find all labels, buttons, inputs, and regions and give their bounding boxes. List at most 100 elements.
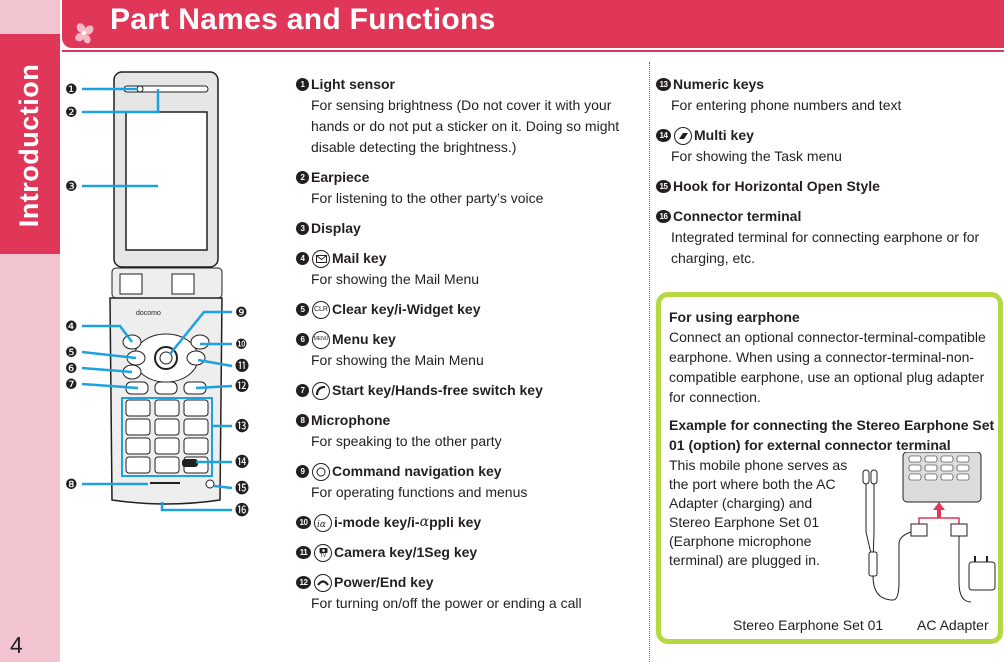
header-band [62,0,1004,48]
alpha-symbol: α [419,514,430,530]
item-number: 5 [296,303,309,316]
part-item-menu-key: 6 MENU Menu key For showing the Main Men… [296,329,641,371]
item-description: For entering phone numbers and text [671,97,902,113]
command-navigation-key-icon [312,462,330,481]
item-title: Earpiece [311,169,370,185]
earphone-adapter-illustration [862,452,996,603]
callout-3: ❸ [65,179,78,195]
item-number: 2 [296,171,309,184]
callout-9: ❾ [235,305,248,321]
item-number: 16 [656,210,671,223]
callout-4: ❹ [65,319,78,335]
callout-11: ⓫ [235,359,249,375]
callout-1: ❶ [65,82,78,98]
box-text: Connect an optional connector-terminal-c… [669,329,986,405]
callout-6: ❻ [65,361,78,377]
clear-key-icon: CLR [312,300,330,319]
start-key-icon [312,381,330,400]
item-number: 14 [656,129,671,142]
header-underline [62,50,1004,52]
callout-2: ❷ [65,105,78,121]
item-title: Hook for Horizontal Open Style [673,178,880,194]
mail-key-icon [312,249,330,268]
item-title: Power/End key [334,574,434,590]
item-title: Camera key/1Seg key [334,544,478,560]
column-divider [649,62,650,662]
part-item-power-end-key: 12 Power/End key For turning on/off the … [296,572,641,614]
item-description: For sensing brightness (Do not cover it … [311,97,620,155]
item-title: Start key/Hands-free switch key [332,382,543,398]
imode-key-icon: iα [314,513,332,532]
item-number: 6 [296,333,309,346]
camera-key-tv-label: TV [319,552,327,559]
item-number: 3 [296,222,309,235]
flower-icon [75,23,94,44]
item-title: Clear key/i-Widget key [332,301,481,317]
svg-text:iα: iα [317,520,326,528]
item-title: Microphone [311,412,391,428]
box-heading: For using earphone [669,309,800,325]
item-number: 7 [296,384,309,397]
item-number: 12 [296,576,311,589]
menu-key-icon: MENU [312,330,330,349]
phone-illustration: docomo ❶ [65,71,249,519]
item-number: 1 [296,78,309,91]
item-description: For listening to the other party’s voice [311,190,544,206]
item-number: 11 [296,546,311,559]
part-item-start-key: 7 Start key/Hands-free switch key [296,380,641,401]
page-title: Part Names and Functions [110,3,496,36]
item-title-prefix: i-mode key/i- [334,514,420,530]
item-number: 9 [296,465,309,478]
example-heading: Example for connecting the Stereo Earpho… [669,417,995,453]
item-number: 4 [296,252,309,265]
callout-10: ❿ [235,337,248,353]
item-title: Connector terminal [673,208,802,224]
item-title: Light sensor [311,76,396,92]
item-description: For showing the Task menu [671,148,842,164]
callout-15: ⓯ [235,481,249,497]
callout-12: ⓬ [235,379,249,395]
item-title-suffix: ppli key [429,514,482,530]
caption-ac-adapter: AC Adapter [917,617,989,633]
section-tab-label: Introduction [14,63,45,227]
callout-14: ⓮ [235,455,249,471]
callout-8: ❽ [65,477,78,493]
part-item-command-navigation-key: 9 Command navigation key For operating f… [296,461,641,503]
item-description: Integrated terminal for connecting earph… [671,229,980,266]
item-title: Mail key [332,250,387,266]
item-title: Multi key [694,127,754,143]
item-description: For turning on/off the power or ending a… [311,595,582,611]
item-description: For operating functions and menus [311,484,528,500]
callout-7: ❼ [65,377,78,393]
part-item-camera-key: 11 TV Camera key/1Seg key [296,542,641,563]
page-number: 4 [10,632,23,658]
item-number: 13 [656,78,671,91]
item-description: For showing the Mail Menu [311,271,480,287]
item-title: Menu key [332,331,396,347]
part-item-multi-key: 14 Multi key For showing the Task menu [656,125,996,167]
item-number: 15 [656,180,671,193]
callout-13: ⓭ [235,419,249,435]
item-title: Numeric keys [673,76,765,92]
multi-key-icon [674,126,692,145]
item-title: Command navigation key [332,463,502,479]
power-end-key-icon [314,573,332,592]
phone-brand-text: docomo [136,310,161,317]
side-tab [0,34,60,254]
callout-5: ❺ [65,345,78,361]
item-title: Display [311,220,361,236]
camera-key-icon: TV [314,543,332,562]
item-description: For speaking to the other party [311,433,502,449]
caption-stereo-earphone: Stereo Earphone Set 01 [733,617,884,633]
part-item-clear-key: 5 CLR Clear key/i-Widget key [296,299,641,320]
item-number: 10 [296,516,311,529]
